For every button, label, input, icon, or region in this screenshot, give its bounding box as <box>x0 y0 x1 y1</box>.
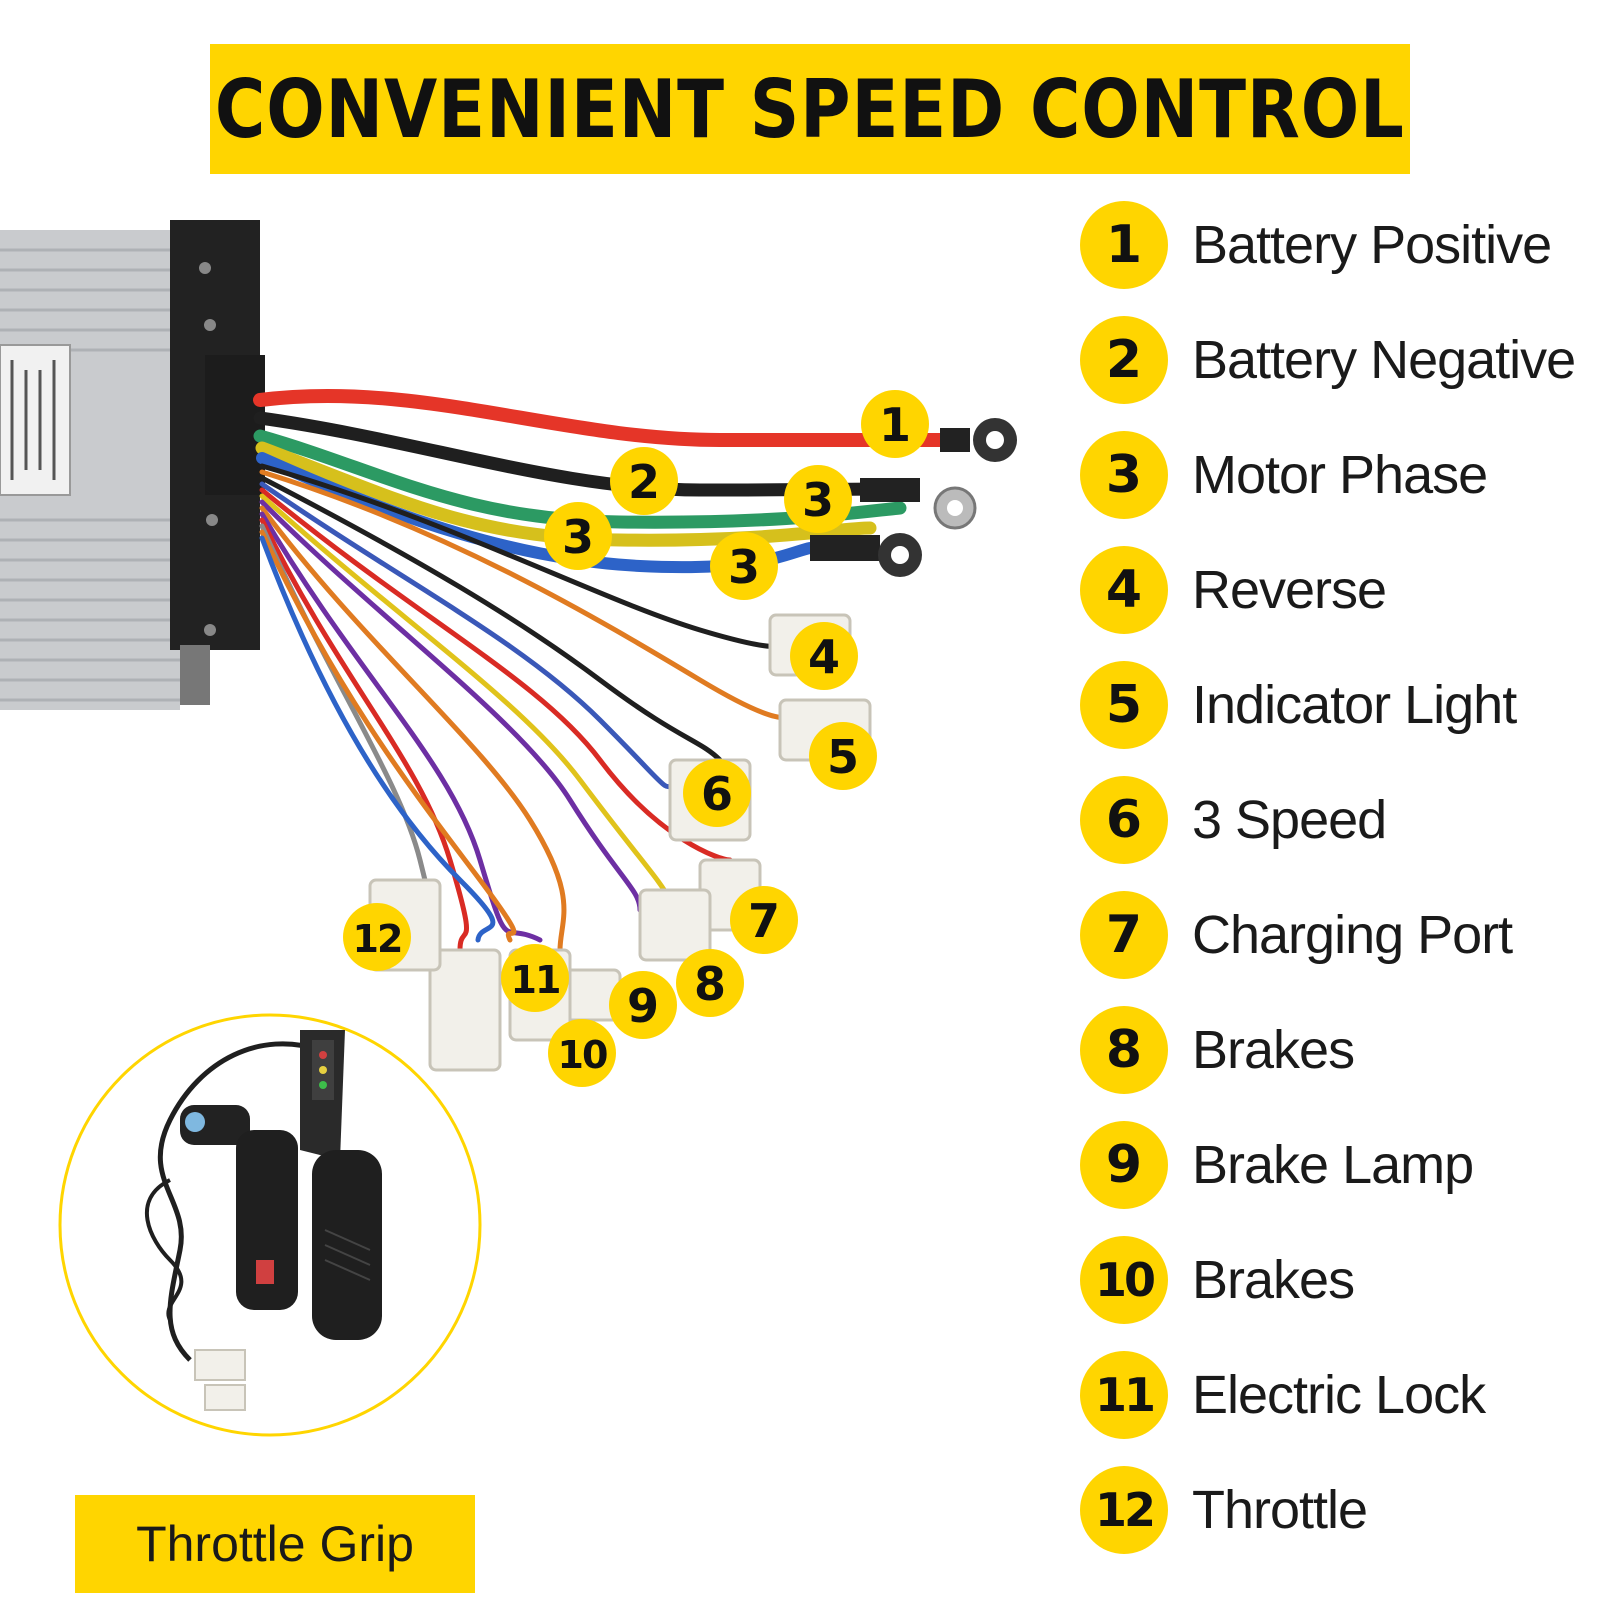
callout-7: 7 <box>748 894 780 948</box>
callout-3: 3 <box>728 540 760 594</box>
legend-number: 11 <box>1080 1351 1168 1439</box>
wiring-diagram: 1 2 3 3 3 4 5 6 7 8 9 10 11 12 <box>0 220 1017 1437</box>
callout-badge <box>809 722 877 790</box>
legend-label: Electric Lock <box>1192 1365 1486 1425</box>
legend-item: 8 Brakes <box>1080 1000 1355 1100</box>
legend-label: Indicator Light <box>1192 675 1517 735</box>
page-title: CONVENIENT SPEED CONTROL <box>215 62 1405 156</box>
legend-item: 2 Battery Negative <box>1080 310 1576 410</box>
legend-label: Brakes <box>1192 1020 1355 1080</box>
legend-label: Reverse <box>1192 560 1387 620</box>
callout-badge <box>784 465 852 533</box>
callout-badge <box>501 944 569 1012</box>
legend-number: 3 <box>1080 431 1168 519</box>
legend-number: 4 <box>1080 546 1168 634</box>
callout-9: 9 <box>627 979 659 1033</box>
callout-3: 3 <box>562 510 594 564</box>
legend-item: 12 Throttle <box>1080 1460 1368 1560</box>
legend-item: 11 Electric Lock <box>1080 1345 1486 1445</box>
legend-label: 3 Speed <box>1192 790 1387 850</box>
legend-number: 8 <box>1080 1006 1168 1094</box>
legend-item: 9 Brake Lamp <box>1080 1115 1474 1215</box>
legend-number: 6 <box>1080 776 1168 864</box>
callout-1: 1 <box>879 398 911 452</box>
title-banner: CONVENIENT SPEED CONTROL <box>210 44 1410 174</box>
legend-item: 1 Battery Positive <box>1080 195 1552 295</box>
controller-unit <box>0 220 265 710</box>
callout-badge <box>609 971 677 1039</box>
legend-item: 3 Motor Phase <box>1080 425 1488 525</box>
legend-number: 12 <box>1080 1466 1168 1554</box>
callout-badge <box>610 447 678 515</box>
legend-number: 5 <box>1080 661 1168 749</box>
callout-2: 2 <box>628 455 660 509</box>
callout-badge <box>676 949 744 1017</box>
callout-10: 10 <box>558 1033 607 1077</box>
callout-badge <box>790 622 858 690</box>
callout-badge <box>544 502 612 570</box>
ring-terminals <box>810 418 1017 577</box>
legend-label: Battery Positive <box>1192 215 1552 275</box>
callout-badge <box>710 532 778 600</box>
legend-number: 1 <box>1080 201 1168 289</box>
legend-label: Charging Port <box>1192 905 1513 965</box>
throttle-grip-inset <box>58 1013 482 1437</box>
legend-label: Throttle <box>1192 1480 1368 1540</box>
legend-item: 6 3 Speed <box>1080 770 1387 870</box>
legend-number: 9 <box>1080 1121 1168 1209</box>
legend-number: 7 <box>1080 891 1168 979</box>
callout-8: 8 <box>694 957 726 1011</box>
legend-label: Motor Phase <box>1192 445 1488 505</box>
callout-badge <box>683 759 751 827</box>
callout-3: 3 <box>802 473 834 527</box>
diagram-callouts: 1 2 3 3 3 4 5 6 7 8 9 10 11 12 <box>343 390 929 1087</box>
legend-number: 10 <box>1080 1236 1168 1324</box>
legend-number: 2 <box>1080 316 1168 404</box>
callout-11: 11 <box>511 958 560 1002</box>
legend-item: 7 Charging Port <box>1080 885 1513 985</box>
legend-item: 5 Indicator Light <box>1080 655 1517 755</box>
throttle-grip-label-box: Throttle Grip <box>75 1495 475 1593</box>
callout-5: 5 <box>827 730 859 784</box>
callout-badge <box>730 886 798 954</box>
callout-badge <box>548 1019 616 1087</box>
legend-label: Brakes <box>1192 1250 1355 1310</box>
throttle-grip-label: Throttle Grip <box>136 1516 414 1572</box>
callout-12: 12 <box>353 917 402 961</box>
callout-badge <box>343 903 411 971</box>
callout-6: 6 <box>701 767 733 821</box>
callout-4: 4 <box>808 630 840 684</box>
wire-bundle <box>253 388 967 953</box>
legend-label: Brake Lamp <box>1192 1135 1474 1195</box>
legend-label: Battery Negative <box>1192 330 1576 390</box>
legend-item: 4 Reverse <box>1080 540 1387 640</box>
callout-badge <box>861 390 929 458</box>
legend-item: 10 Brakes <box>1080 1230 1355 1330</box>
